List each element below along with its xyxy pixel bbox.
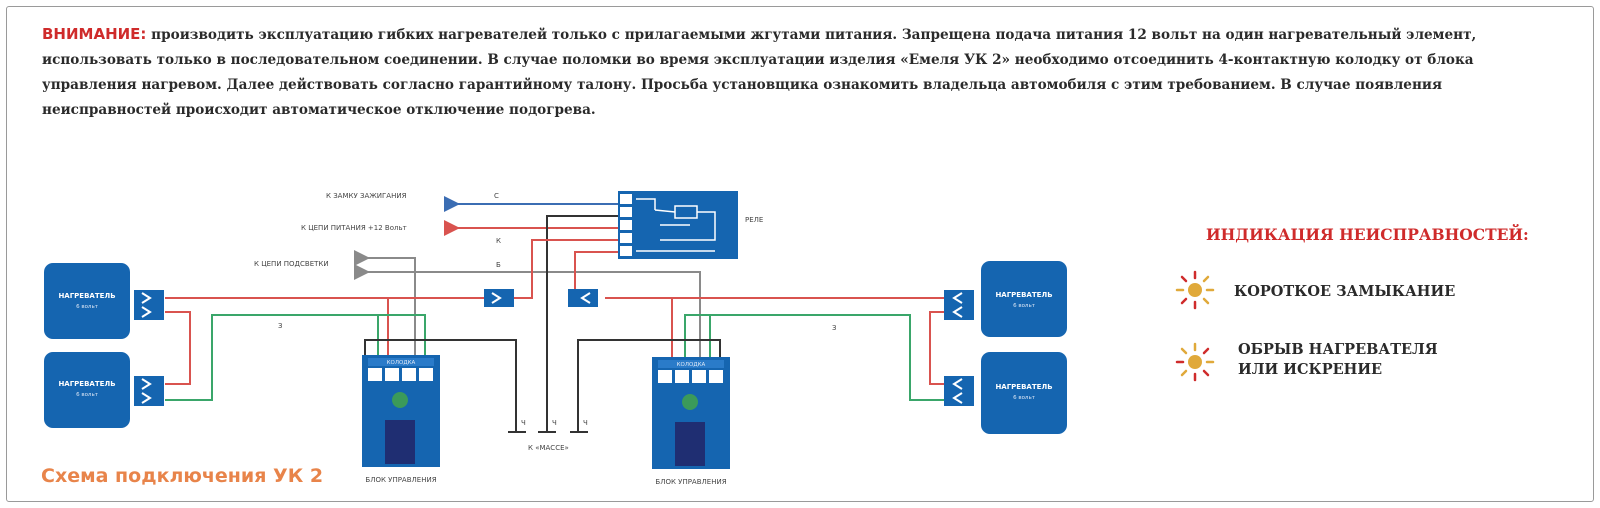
backlight-wire-2	[354, 264, 701, 357]
right-green-main	[684, 314, 955, 401]
indication-item-2-line-1: ОБРЫВ НАГРЕВАТЕЛЯ	[1238, 341, 1438, 358]
heater-right-bottom-volts: 6 вольт	[1013, 395, 1036, 401]
heater-left-bottom-name: НАГРЕВАТЕЛЬ	[58, 380, 115, 388]
warning-notice: ВНИМАНИЕ: производить эксплуатацию гибки…	[42, 22, 1572, 123]
left-green-main	[165, 314, 426, 401]
heater-right-bottom	[944, 352, 1067, 434]
warning-label: ВНИМАНИЕ:	[42, 25, 147, 43]
heater-right-top-name: НАГРЕВАТЕЛЬ	[995, 291, 1052, 299]
wires	[165, 196, 955, 428]
relay	[618, 191, 738, 259]
inline-connector-right	[568, 289, 598, 307]
ground-mark-3: Ч	[583, 419, 588, 427]
indication-item-2-line-2: ИЛИ ИСКРЕНИЕ	[1238, 361, 1382, 378]
heater-left-top-name: НАГРЕВАТЕЛЬ	[58, 292, 115, 300]
heater-right-bottom-name: НАГРЕВАТЕЛЬ	[995, 383, 1052, 391]
ground-label: К «МАССЕ»	[528, 444, 569, 452]
heater-left-bottom	[44, 352, 164, 428]
open-circuit-indicator-icon	[1175, 342, 1215, 382]
left-ground-wire	[364, 339, 517, 428]
right-red-series	[929, 311, 955, 385]
to-ignition-label: К ЗАМКУ ЗАЖИГАНИЯ	[326, 192, 407, 200]
heater-right-top-volts: 6 вольт	[1013, 303, 1036, 309]
relay-label: РЕЛЕ	[745, 216, 763, 224]
heater-left-bottom-volts: 6 вольт	[76, 392, 99, 398]
indication-title: ИНДИКАЦИЯ НЕИСПРАВНОСТЕЙ:	[1206, 225, 1529, 244]
control-block-left	[362, 355, 440, 467]
to-backlight-label: К ЦЕПИ ПОДСВЕТКИ	[254, 260, 329, 268]
connector-label-right: КОЛОДКА	[677, 362, 706, 368]
control-block-right	[652, 357, 730, 469]
diagram-title: Схема подключения УК 2	[41, 465, 323, 487]
heater-right-top	[944, 261, 1067, 337]
ground-terminals	[508, 422, 588, 433]
right-ground-wire	[577, 339, 721, 428]
ground-mark-1: Ч	[521, 419, 526, 427]
wire-label-z-left: З	[278, 322, 283, 330]
warning-text: производить эксплуатацию гибких нагреват…	[42, 27, 1477, 118]
wire-label-z-right: З	[832, 324, 837, 332]
heater-left-top	[44, 263, 164, 339]
wire-label-c: С	[494, 192, 499, 200]
wire-label-b: Б	[496, 261, 501, 269]
control-block-right-label: БЛОК УПРАВЛЕНИЯ	[655, 478, 726, 486]
left-red-series-a	[165, 311, 191, 385]
ground-mark-2: Ч	[552, 419, 557, 427]
relay-ground-wire	[546, 215, 618, 428]
short-circuit-indicator-icon	[1175, 270, 1215, 310]
wire-label-k: К	[496, 237, 501, 245]
diagram-frame	[6, 6, 1594, 502]
control-block-left-label: БЛОК УПРАВЛЕНИЯ	[365, 476, 436, 484]
backlight-wire-1	[354, 250, 416, 357]
heater-left-top-volts: 6 вольт	[76, 304, 99, 310]
indication-item-1: КОРОТКОЕ ЗАМЫКАНИЕ	[1234, 283, 1455, 300]
connector-label-left: КОЛОДКА	[387, 360, 416, 366]
to-power-label: К ЦЕПИ ПИТАНИЯ +12 Вольт	[301, 224, 407, 232]
inline-connector-left	[484, 289, 514, 307]
